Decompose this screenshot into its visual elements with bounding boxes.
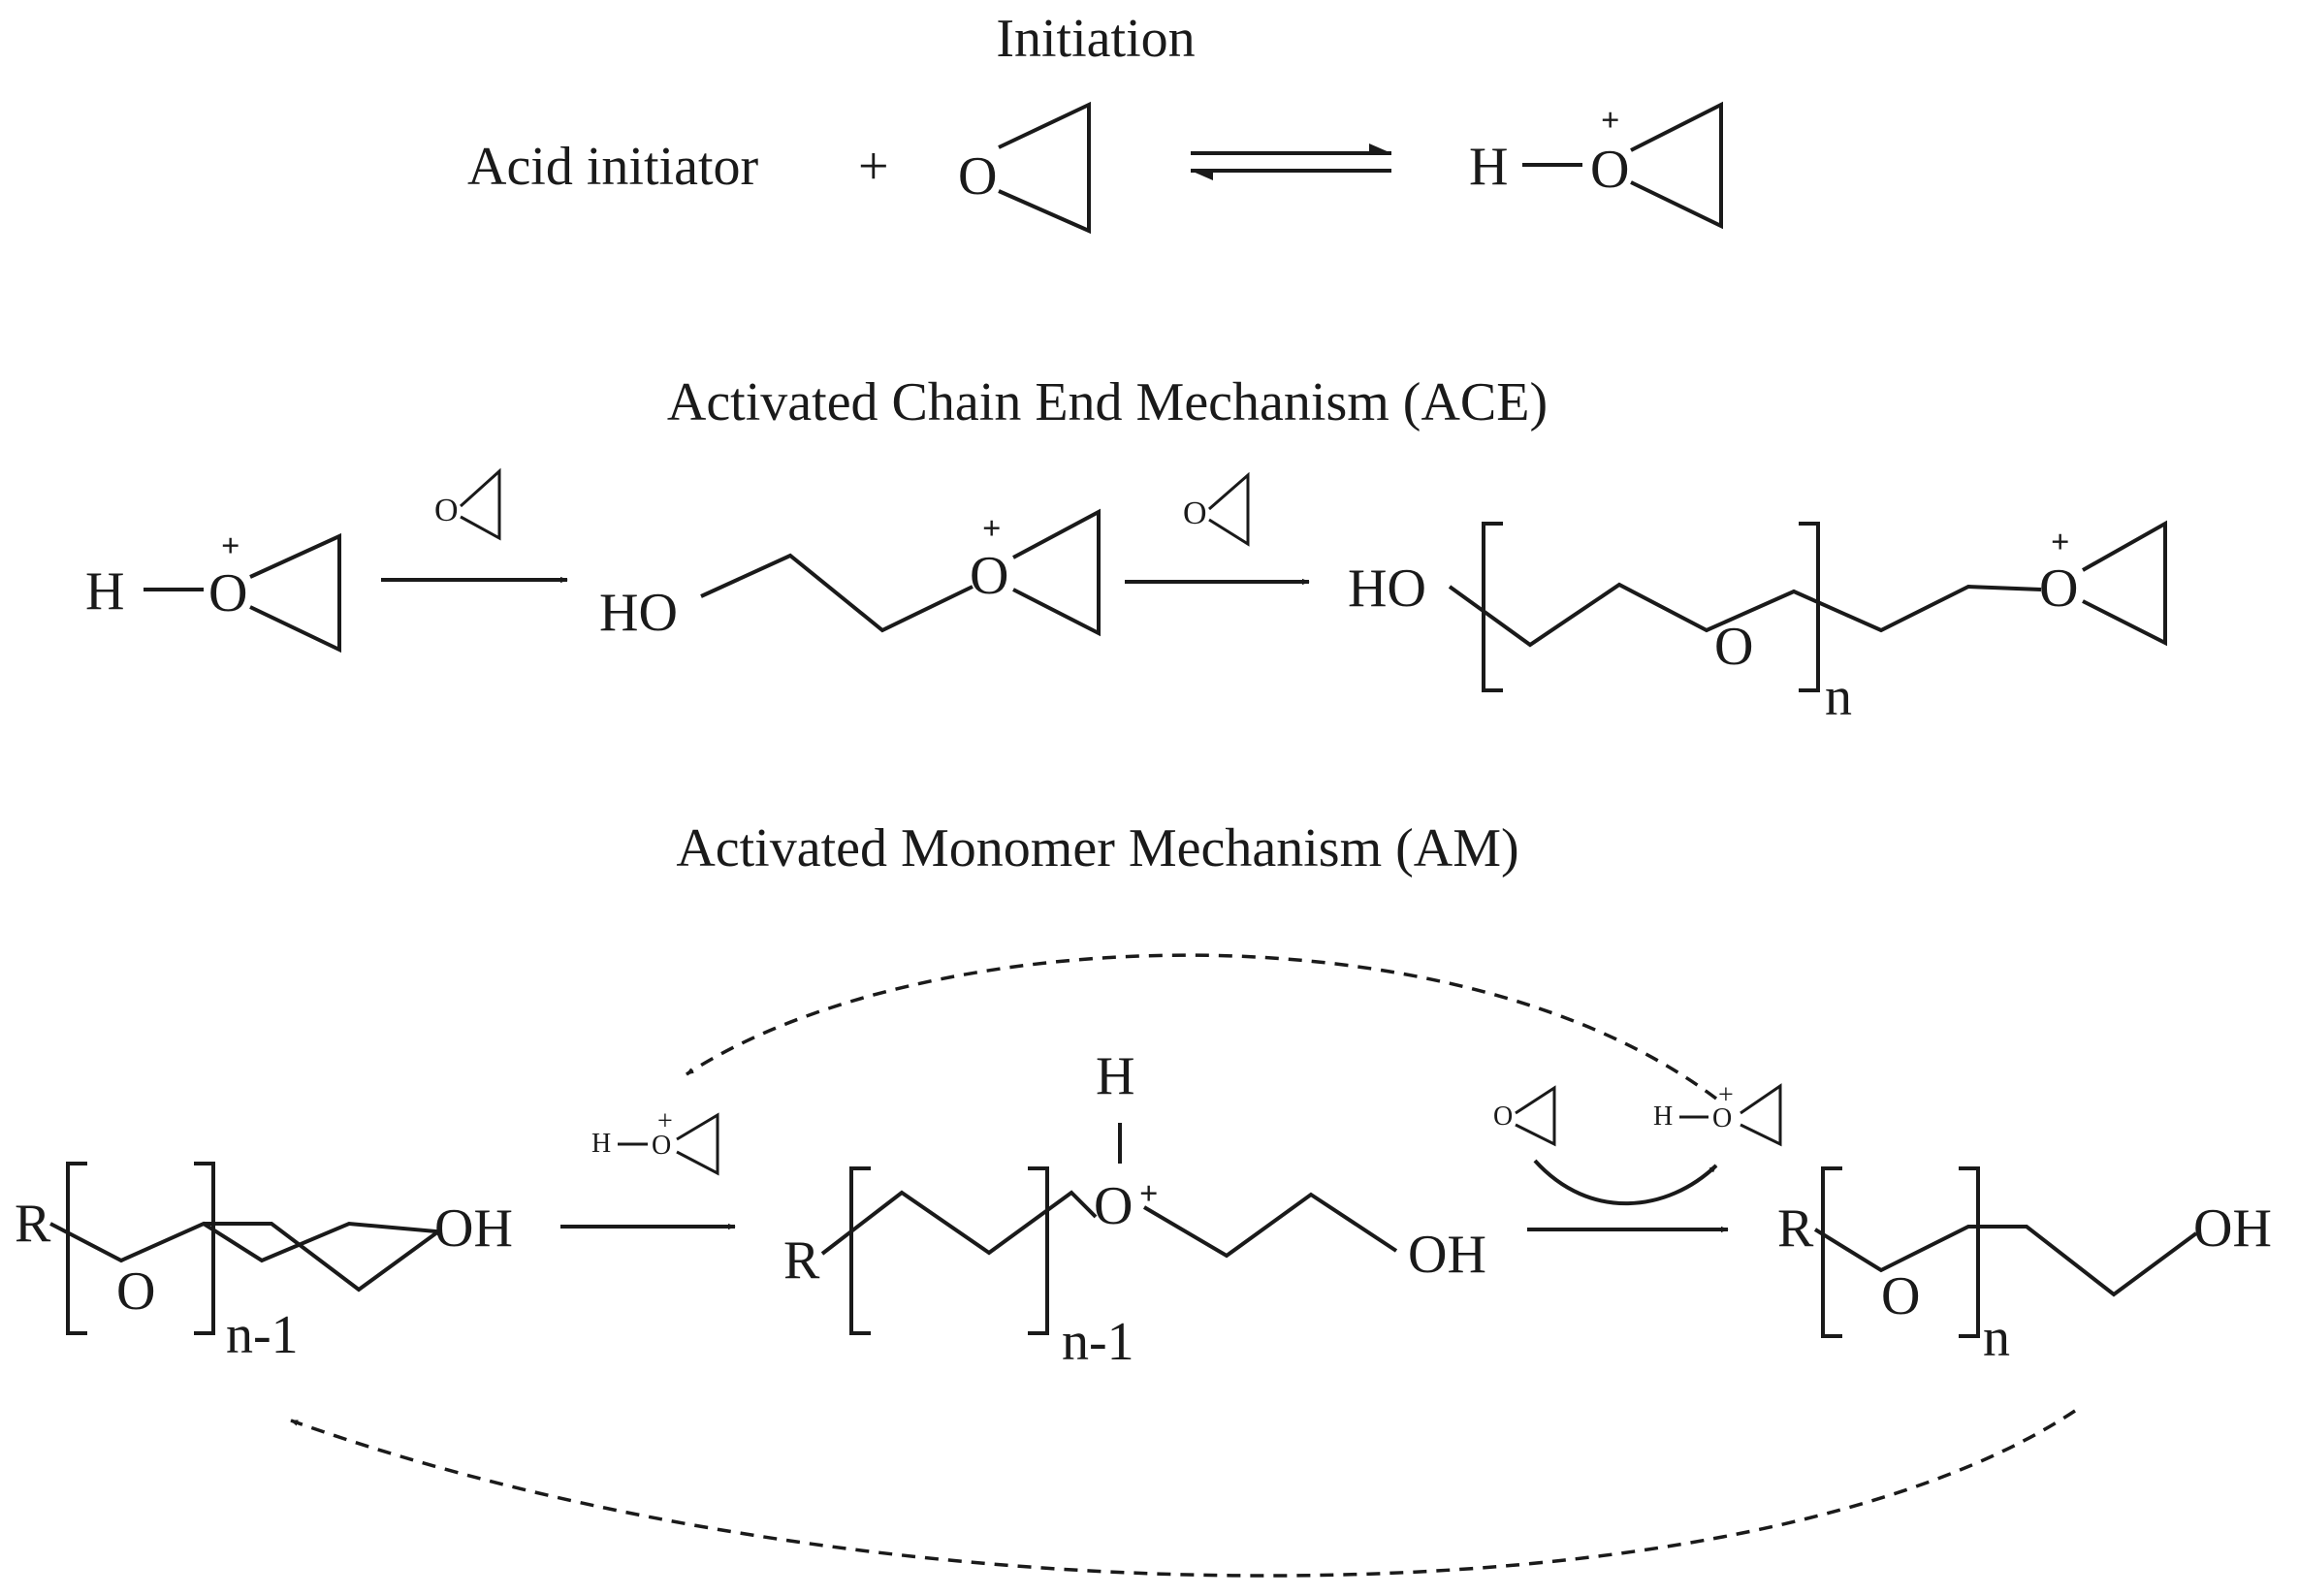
hydrogen-label: H	[1653, 1101, 1673, 1132]
ethylene-bonds	[700, 553, 974, 633]
polymer-backbone-bonds	[1448, 582, 2042, 648]
ethylene-oh-bonds	[204, 1222, 443, 1293]
r-group-label: R	[1777, 1198, 1814, 1259]
dashed-recycle-arrow-bottom	[290, 1409, 2076, 1578]
ace-protonated-epoxide: H O +	[85, 528, 341, 654]
ether-oxygen-label: O	[1881, 1266, 1920, 1326]
positive-charge: +	[1601, 103, 1619, 139]
epoxide-ring-bonds	[1740, 1083, 1782, 1147]
bracket-left	[849, 1166, 871, 1335]
hydroxyl-label: HO	[599, 583, 678, 643]
repeat-n-label: n	[1983, 1308, 2010, 1368]
oxonium-oxygen-label: O	[1094, 1176, 1133, 1236]
repeat-n-minus-1-label: n-1	[1062, 1312, 1134, 1372]
bracket-right	[194, 1162, 215, 1335]
epoxide-ring-bonds	[998, 101, 1091, 235]
bracket-right	[1959, 1166, 1980, 1338]
hydrogen-label: H	[591, 1129, 611, 1159]
hydrogen-label: H	[85, 561, 124, 622]
small-epoxide-oxygen: O	[1183, 495, 1207, 531]
oxonium-oxygen-label: O	[208, 563, 247, 623]
repeat-n-minus-1-label: n-1	[226, 1305, 299, 1365]
hydrogen-label: H	[1469, 137, 1508, 197]
repeat-n-label: n	[1825, 667, 1852, 727]
small-protonated-epoxide-right: H O +	[1653, 1080, 1782, 1147]
curved-arrow-monomer-activation	[1533, 1159, 1718, 1206]
bracket-right	[1028, 1166, 1049, 1335]
positive-charge: +	[2051, 525, 2069, 560]
am-starting-polymer: R O n-1 OH	[15, 1162, 513, 1365]
small-epoxide-over-arrow-1: O	[434, 467, 501, 541]
epoxide-ring-bonds	[249, 532, 341, 654]
ace-intermediate: HO O +	[599, 508, 1101, 643]
ace-title: Activated Chain End Mechanism (ACE)	[667, 372, 1548, 432]
positive-charge: +	[221, 528, 239, 564]
epoxide-ring-bonds	[2082, 520, 2167, 647]
r-group-label: R	[15, 1194, 51, 1254]
epoxide-ring-bonds	[1630, 101, 1723, 230]
am-oxonium-intermediate: R n-1 O + H OH	[783, 1046, 1486, 1372]
bracket-left	[66, 1162, 87, 1335]
hydrogen-label: H	[1096, 1046, 1134, 1106]
ether-oxygen-label: O	[1714, 617, 1753, 677]
ether-oxygen-label: O	[116, 1261, 155, 1322]
polymer-backbone-bonds	[49, 1221, 443, 1263]
oxonium-oxygen-label: O	[970, 546, 1008, 606]
small-epoxide-oxygen: O	[434, 493, 459, 528]
bracket-left	[1821, 1166, 1842, 1338]
polymer-backbone-bonds	[1813, 1225, 2198, 1297]
epoxide-ring-bonds	[1012, 508, 1101, 637]
bracket-right	[1799, 522, 1820, 692]
am-title: Activated Monomer Mechanism (AM)	[676, 818, 1518, 878]
small-protonated-epoxide-left: H O +	[591, 1106, 719, 1176]
protonated-epoxide-initiation: H O +	[1469, 101, 1723, 230]
positive-charge: +	[1139, 1176, 1158, 1212]
plus-sign: +	[858, 137, 889, 197]
r-group-label: R	[783, 1230, 820, 1291]
oxonium-oxygen-label: O	[652, 1131, 671, 1161]
positive-charge: +	[982, 511, 1001, 547]
dashed-recycle-arrow-top	[686, 953, 1718, 1101]
ethylene-oh-bonds	[1142, 1192, 1398, 1259]
epoxide-monomer: O	[958, 101, 1091, 235]
hydroxyl-label: OH	[2193, 1198, 2272, 1259]
epoxide-oxygen-label: O	[958, 146, 997, 207]
hydroxyl-label: OH	[1408, 1225, 1486, 1285]
polymer-backbone-bonds	[820, 1190, 1098, 1256]
bracket-left	[1482, 522, 1503, 692]
oxonium-oxygen-label: O	[1590, 140, 1629, 200]
epoxide-ring-bonds	[676, 1112, 719, 1176]
small-epoxide-oxygen: O	[1493, 1101, 1513, 1132]
hydroxyl-label: HO	[1348, 559, 1426, 619]
equilibrium-arrow	[1191, 144, 1391, 180]
initiation-title: Initiation	[996, 9, 1195, 69]
small-epoxide-over-arrow-2: O	[1183, 471, 1250, 547]
positive-charge: +	[1718, 1080, 1734, 1110]
oxonium-oxygen-label: O	[1712, 1103, 1732, 1133]
small-epoxide-over-arrow-am: O	[1493, 1085, 1556, 1147]
am-product-polymer: R O n OH	[1777, 1166, 2272, 1368]
ace-polymer-product: HO O n O +	[1348, 520, 2167, 727]
positive-charge: +	[657, 1106, 673, 1136]
acid-initiator-label: Acid initiator	[467, 137, 759, 197]
hydroxyl-label: OH	[434, 1198, 513, 1259]
oxonium-oxygen-label: O	[2039, 559, 2078, 619]
